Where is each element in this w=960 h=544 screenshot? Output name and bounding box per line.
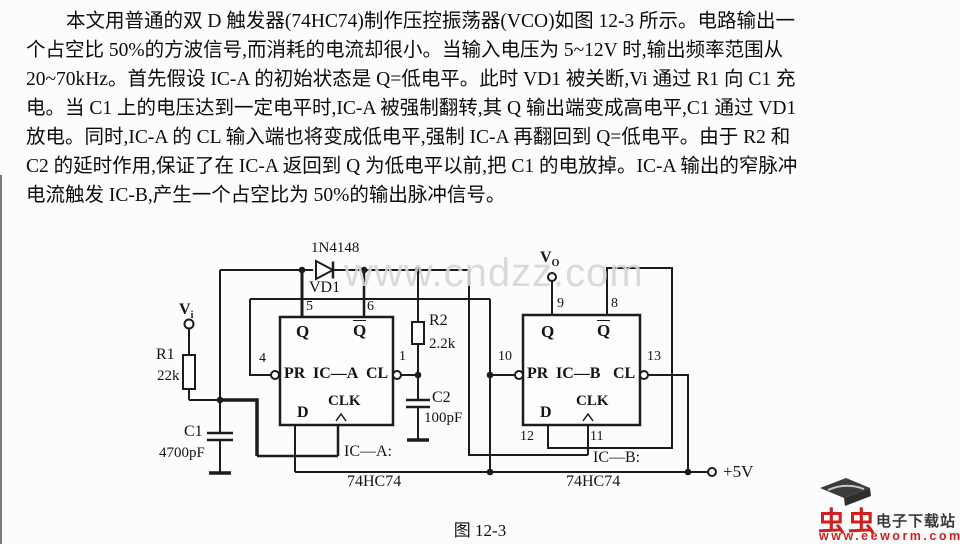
- ic-b-d-label: D: [540, 404, 552, 421]
- ic-b-pin-10: 10: [498, 349, 512, 364]
- article-line: 个占空比 50%的方波信号,而消耗的电流却很小。当输入电压为 5~12V 时,输…: [26, 40, 784, 61]
- ic-a-pr-label: PR: [284, 365, 306, 382]
- ic-b-q-label: Q: [541, 322, 555, 341]
- ic-a-pin-4: 4: [259, 351, 266, 366]
- ic-b-pin-8: 8: [611, 296, 618, 311]
- ic-b-chip-label: 74HC74: [566, 473, 621, 490]
- r1-ref: R1: [156, 346, 175, 363]
- c1-value: 4700pF: [159, 445, 205, 461]
- diode-ref: VD1: [309, 279, 341, 296]
- ic-b-clk-label: CLK: [576, 393, 609, 409]
- resistor-symbols: [182, 321, 425, 390]
- ic-a-pin-1: 1: [399, 349, 406, 364]
- r2-value: 2.2k: [429, 336, 456, 352]
- article-line: 电。当 C1 上的电压达到一定电平时,IC-A 被强制翻转,其 Q 输出端变成高…: [26, 98, 797, 119]
- r1-value: 22k: [157, 368, 180, 384]
- article-line: C2 的延时作用,保证了在 IC-A 返回到 Q 为低电平以前,把 C1 的电放…: [26, 156, 798, 177]
- ic-b-block-outline: [521, 313, 642, 427]
- logo-brand-text: 虫虫: [818, 507, 878, 537]
- site-logo: 虫虫 电子下载站 www.eeworm.com: [814, 474, 960, 544]
- ic-a-d-label: D: [297, 404, 309, 421]
- supply-label: +5V: [723, 462, 754, 481]
- ic-b-half-label: IC—B:: [593, 449, 641, 466]
- v-in-label: Vi: [179, 301, 194, 321]
- ic-b-cl-label: CL: [613, 365, 636, 382]
- ic-b-pin-13: 13: [647, 349, 661, 364]
- watermark-text: www.cndzz.com: [344, 251, 644, 295]
- circuit-wires: [188, 267, 708, 475]
- ic-b-pin-11: 11: [590, 429, 604, 444]
- article-line: 本文用普通的双 D 触发器(74HC74)制作压控振荡器(VCO)如图 12-3…: [66, 11, 796, 32]
- r2-ref: R2: [429, 312, 448, 329]
- ic-a-block-outline: [278, 315, 395, 427]
- graduation-cap-icon: [820, 478, 871, 506]
- ic-a-chip-label: 74HC74: [347, 473, 402, 490]
- article-paragraph: 本文用普通的双 D 触发器(74HC74)制作压控振荡器(VCO)如图 12-3…: [26, 7, 938, 210]
- c2-ref: C2: [432, 389, 451, 406]
- terminal-circles: [183, 272, 717, 477]
- c1-ref: C1: [184, 423, 203, 440]
- ic-a-pin-5: 5: [306, 299, 313, 314]
- article-line: 电流触发 IC-B,产生一个占空比为 50%的输出脉冲信号。: [26, 185, 506, 206]
- logo-site-text: 电子下载站: [876, 513, 957, 530]
- ic-a-cl-label: CL: [366, 365, 389, 382]
- diode-part: 1N4148: [311, 240, 360, 256]
- ic-b-pin-9: 9: [557, 296, 564, 311]
- ic-a-half-label: IC—A:: [344, 443, 392, 460]
- article-line: 放电。同时,IC-A 的 CL 输入端也将变成低电平,强制 IC-A 再翻回到 …: [26, 127, 791, 148]
- ic-a-pin-6: 6: [367, 299, 374, 314]
- ic-b-qbar-label: Q: [597, 320, 611, 340]
- article-line: 20~70kHz。首先假设 IC-A 的初始状态是 Q=低电平。此时 VD1 被…: [26, 69, 796, 90]
- diode-symbol: [315, 259, 336, 281]
- logo-url-text: www.eeworm.com: [819, 529, 960, 543]
- scan-edge-artifact: [0, 175, 2, 544]
- ic-a-clk-label: CLK: [328, 393, 361, 409]
- ic-a-q-label: Q: [296, 322, 310, 341]
- ic-a-qbar-label: Q: [353, 320, 367, 340]
- ic-b-name: IC—B: [556, 365, 601, 382]
- ic-b-pr-label: PR: [527, 365, 549, 382]
- ic-a-name: IC—A: [313, 365, 359, 382]
- c2-value: 100pF: [424, 410, 463, 426]
- ic-b-pin-12: 12: [520, 429, 534, 444]
- junction-dots: [216, 266, 692, 476]
- figure-caption: 图 12-3: [453, 521, 507, 540]
- v-out-label: VO: [540, 249, 560, 269]
